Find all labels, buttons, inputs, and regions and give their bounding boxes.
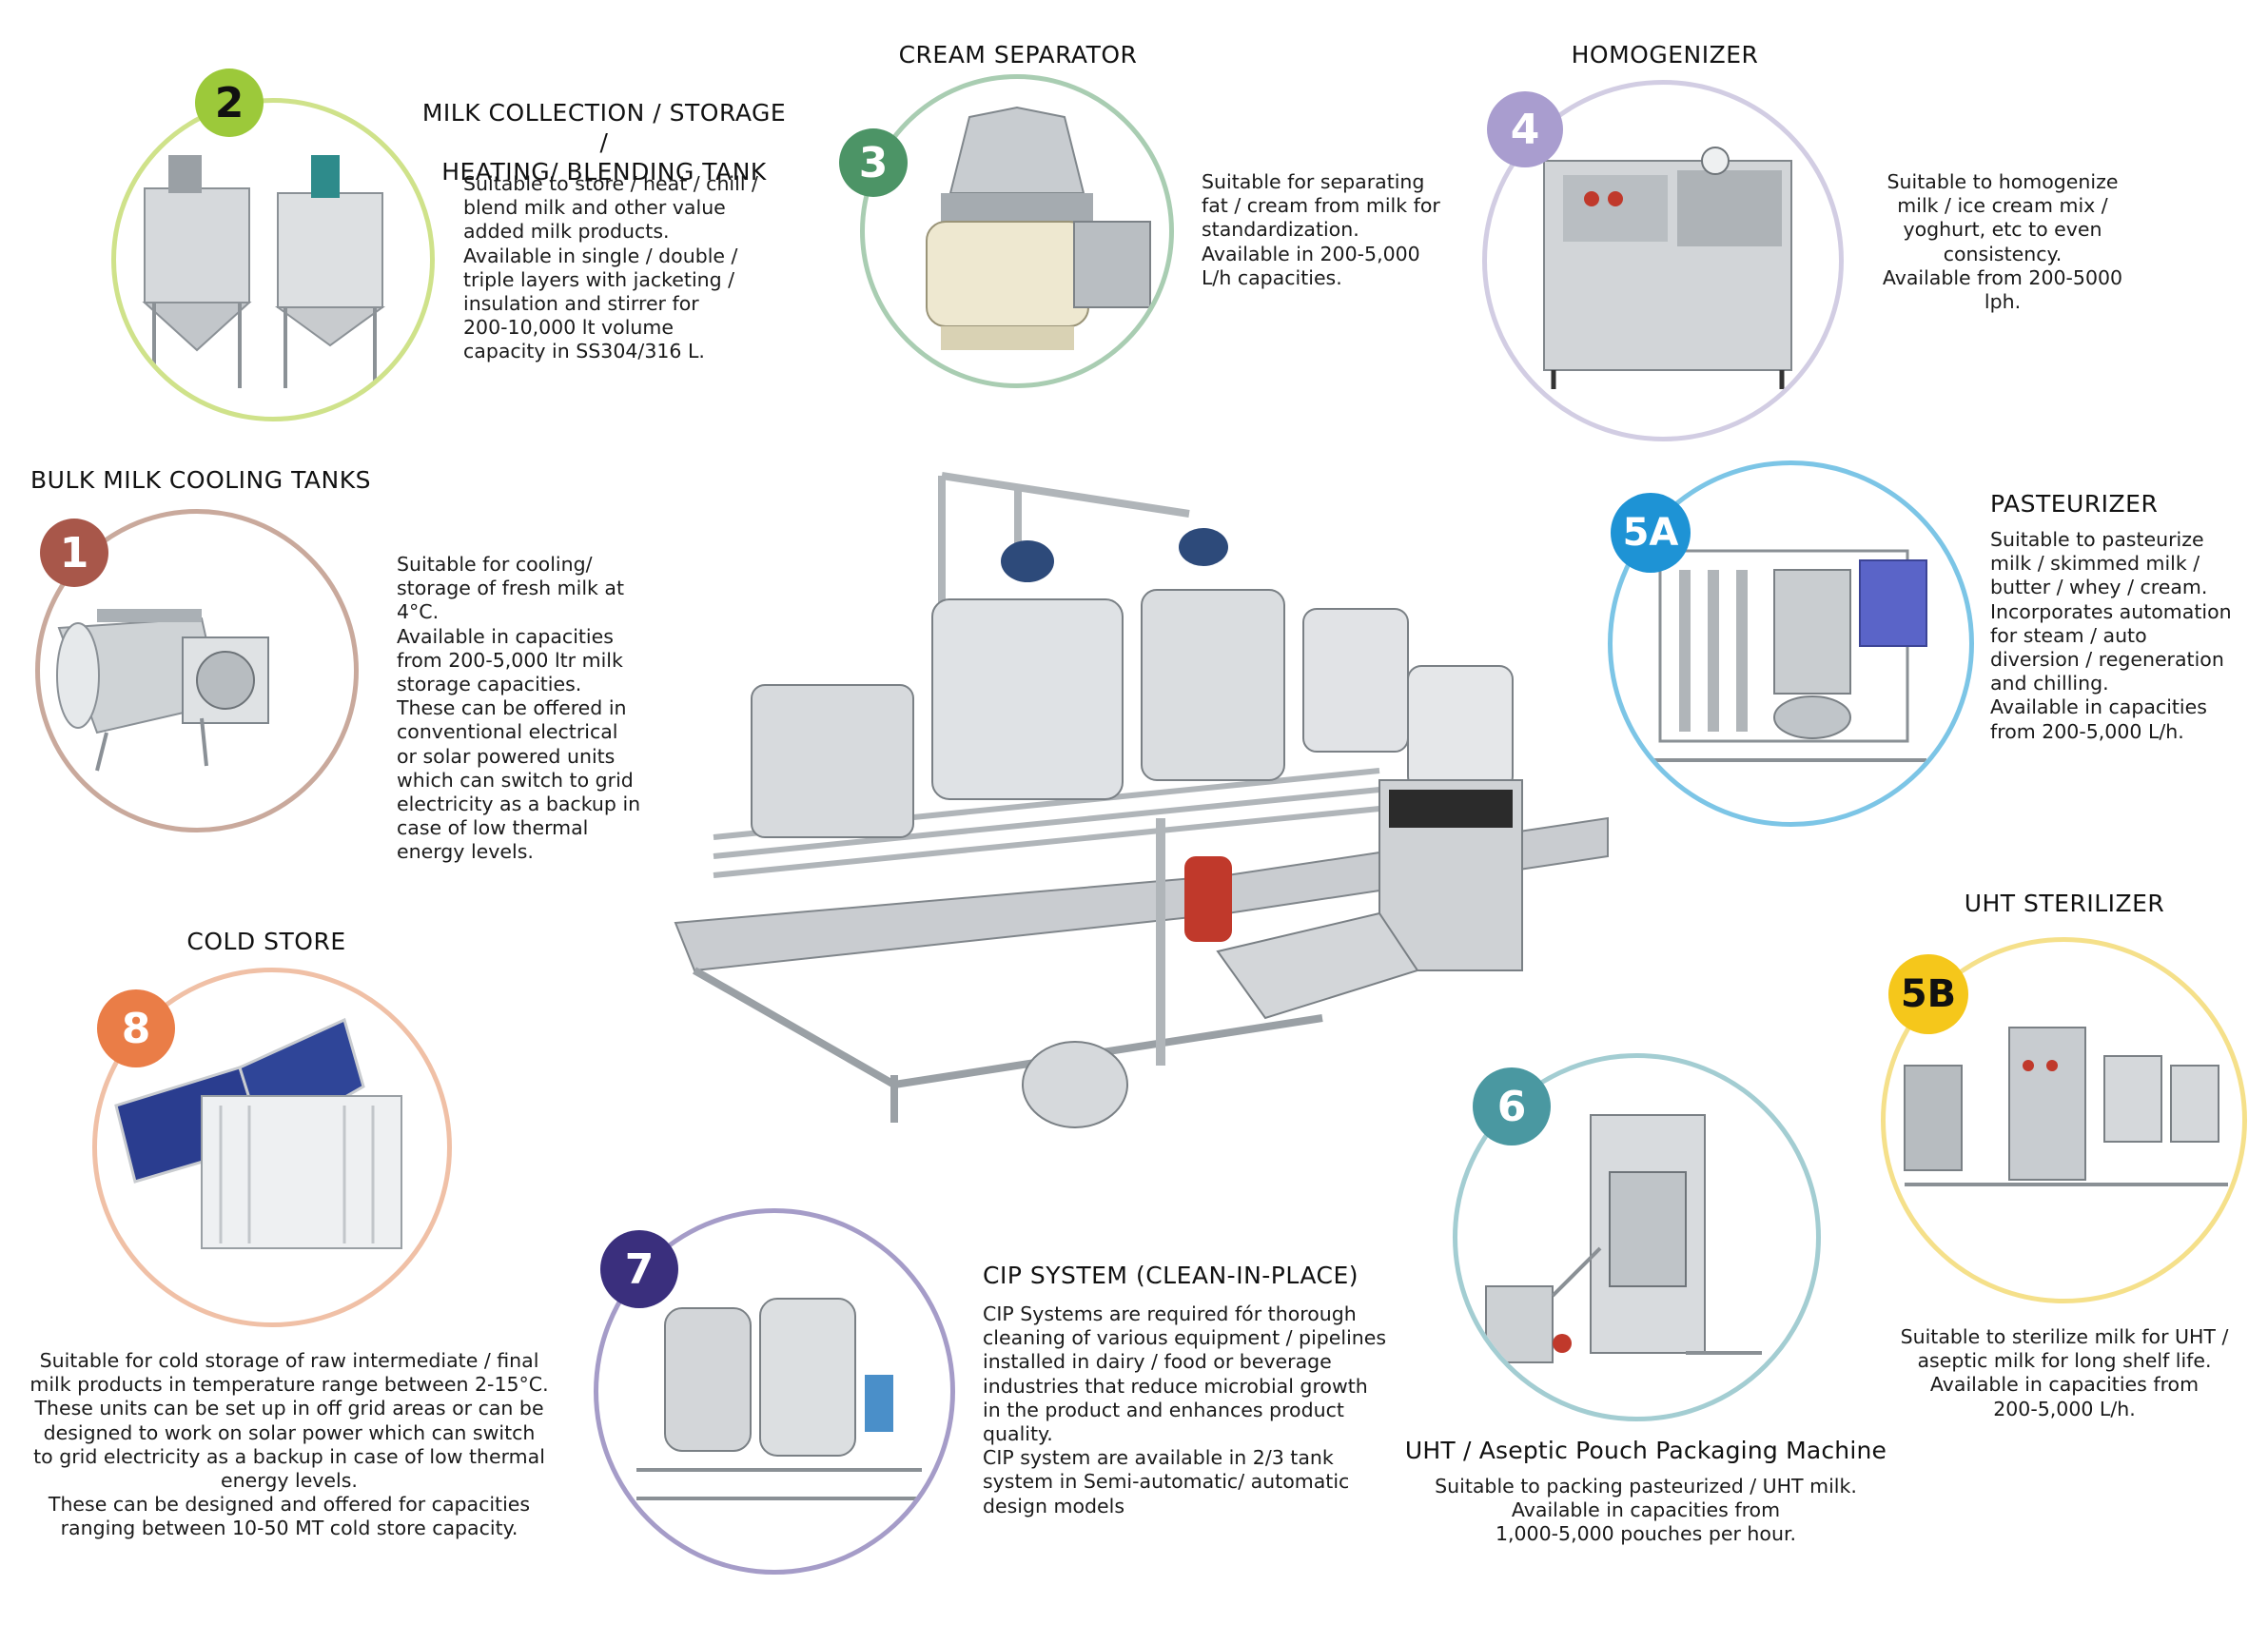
dairy-plant-image bbox=[656, 457, 1617, 1180]
badge-1: 1 bbox=[40, 519, 108, 587]
badge-5a: 5A bbox=[1611, 493, 1691, 573]
badge-4: 4 bbox=[1487, 91, 1563, 167]
pouch-packaging-desc: Suitable to packing pasteurized / UHT mi… bbox=[1435, 1475, 1857, 1546]
bulk-milk-cooling-tanks-title: BULK MILK COOLING TANKS bbox=[30, 466, 371, 494]
uht-sterilizer-desc: Suitable to sterilize milk for UHT / ase… bbox=[1900, 1325, 2229, 1420]
milk-collection-tank-title: MILK COLLECTION / STORAGE / HEATING/ BLE… bbox=[421, 99, 787, 186]
bulk-milk-cooling-desc: Suitable for cooling/ storage of fresh m… bbox=[397, 553, 641, 864]
badge-8: 8 bbox=[97, 989, 175, 1067]
milk-collection-tank-image bbox=[111, 98, 435, 421]
badge-2: 2 bbox=[195, 69, 264, 137]
cip-system-title: CIP SYSTEM (CLEAN-IN-PLACE) bbox=[983, 1262, 1359, 1289]
cold-store-title: COLD STORE bbox=[186, 928, 346, 955]
pasteurizer-title: PASTEURIZER bbox=[1990, 490, 2159, 518]
pouch-packaging-title: UHT / Aseptic Pouch Packaging Machine bbox=[1404, 1437, 1887, 1464]
cip-system-desc: CIP Systems are required fór thorough cl… bbox=[983, 1302, 1387, 1517]
badge-3: 3 bbox=[839, 128, 908, 197]
bulk-milk-cooling-image bbox=[35, 509, 359, 832]
homogenizer-desc: Suitable to homogenize milk / ice cream … bbox=[1882, 170, 2123, 314]
uht-sterilizer-image bbox=[1881, 937, 2247, 1303]
pasteurizer-desc: Suitable to pasteurize milk / skimmed mi… bbox=[1990, 528, 2232, 743]
cream-separator-image bbox=[860, 74, 1174, 388]
homogenizer-title: HOMOGENIZER bbox=[1571, 41, 1759, 69]
uht-sterilizer-title: UHT STERILIZER bbox=[1964, 890, 2165, 917]
badge-6: 6 bbox=[1473, 1067, 1551, 1145]
cream-separator-desc: Suitable for separating fat / cream from… bbox=[1202, 170, 1440, 289]
badge-5b: 5B bbox=[1888, 954, 1968, 1034]
milk-collection-desc: Suitable to store / heat / chill / blend… bbox=[463, 172, 758, 363]
cold-store-desc: Suitable for cold storage of raw interme… bbox=[29, 1349, 549, 1540]
cream-separator-title: CREAM SEPARATOR bbox=[898, 41, 1138, 69]
badge-7: 7 bbox=[600, 1230, 678, 1308]
homogenizer-image bbox=[1482, 80, 1844, 441]
